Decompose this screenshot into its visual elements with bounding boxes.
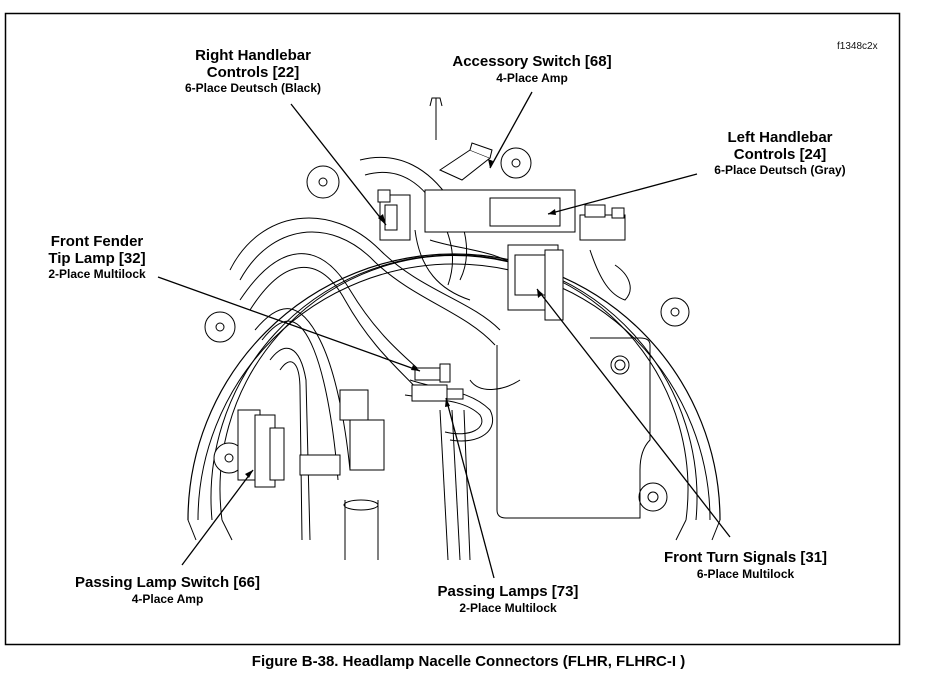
boss-upper-left xyxy=(306,165,340,199)
callout-left-handlebar-controls: Left Handlebar Controls [24] 6-Place Deu… xyxy=(705,129,855,177)
figure-id: f1348c2x xyxy=(837,41,878,52)
connector-passing-lamp-switch xyxy=(237,409,285,488)
callout-title: Front Turn Signals [31] xyxy=(663,549,828,566)
boss-mid-right xyxy=(660,297,690,327)
hex-nut xyxy=(610,355,630,375)
leader-accessory-switch xyxy=(489,91,533,169)
callout-subtitle: 6-Place Multilock xyxy=(696,566,795,581)
figure-frame xyxy=(4,12,901,646)
leader-lines xyxy=(157,91,731,579)
callout-title: Left Handlebar xyxy=(727,129,833,146)
leader-passing-lamps xyxy=(445,397,495,579)
callout-subtitle: 4-Place Amp xyxy=(496,70,568,85)
wire-harness xyxy=(229,156,631,561)
callout-subtitle: 6-Place Deutsch (Black) xyxy=(184,81,322,95)
callout-title: Right Handlebar xyxy=(195,47,311,64)
leader-right-handlebar xyxy=(290,103,387,226)
connector-left-handlebar xyxy=(424,189,626,241)
callout-title: Front Fender xyxy=(50,233,144,250)
leader-front-fender xyxy=(157,276,421,372)
leader-arrowheads xyxy=(245,159,556,478)
callout-passing-lamps: Passing Lamps [73] 2-Place Multilock xyxy=(423,583,593,615)
callout-title: Accessory Switch [68] xyxy=(452,53,612,70)
mounting-bosses xyxy=(204,147,690,512)
callout-front-fender-tip-lamp: Front Fender Tip Lamp [32] 2-Place Multi… xyxy=(37,233,157,281)
callout-subtitle: 4-Place Amp xyxy=(131,591,204,606)
leader-left-handlebar xyxy=(547,173,698,215)
connector-center-block xyxy=(299,389,385,476)
callout-subtitle: 2-Place Multilock xyxy=(48,267,146,281)
boss-lower-right xyxy=(638,482,668,512)
callout-subtitle: 6-Place Deutsch (Gray) xyxy=(714,163,846,177)
leader-front-turn-signals xyxy=(536,288,731,538)
figure-caption: Figure B-38. Headlamp Nacelle Connectors… xyxy=(251,653,686,670)
callout-title: Controls [24] xyxy=(733,145,827,163)
leader-passing-lamp-switch xyxy=(181,469,254,566)
callout-right-handlebar-controls: Right Handlebar Controls [22] 6-Place De… xyxy=(178,47,328,95)
callout-title: Passing Lamp Switch [66] xyxy=(74,574,261,591)
callout-title: Passing Lamps [73] xyxy=(437,583,579,600)
connectors xyxy=(237,142,626,488)
callout-subtitle: 2-Place Multilock xyxy=(459,600,557,615)
connector-right-handlebar xyxy=(377,189,411,241)
boss-lower-left xyxy=(213,442,245,474)
callout-title: Tip Lamp [32] xyxy=(48,249,146,267)
boss-mid-left xyxy=(204,311,236,343)
callout-passing-lamp-switch: Passing Lamp Switch [66] 4-Place Amp xyxy=(60,574,275,606)
boss-upper-right xyxy=(500,147,532,179)
inner-plate xyxy=(496,337,651,519)
callout-accessory-switch: Accessory Switch [68] 4-Place Amp xyxy=(432,53,632,85)
callout-front-turn-signals: Front Turn Signals [31] 6-Place Multiloc… xyxy=(648,549,843,581)
connector-front-fender-tip-lamp xyxy=(414,363,451,383)
connector-accessory-switch xyxy=(438,142,493,181)
nacelle-housing xyxy=(187,97,721,541)
callout-title: Controls [22] xyxy=(206,63,300,81)
connector-passing-lamps xyxy=(411,384,464,402)
connector-front-turn-signals xyxy=(507,244,564,321)
